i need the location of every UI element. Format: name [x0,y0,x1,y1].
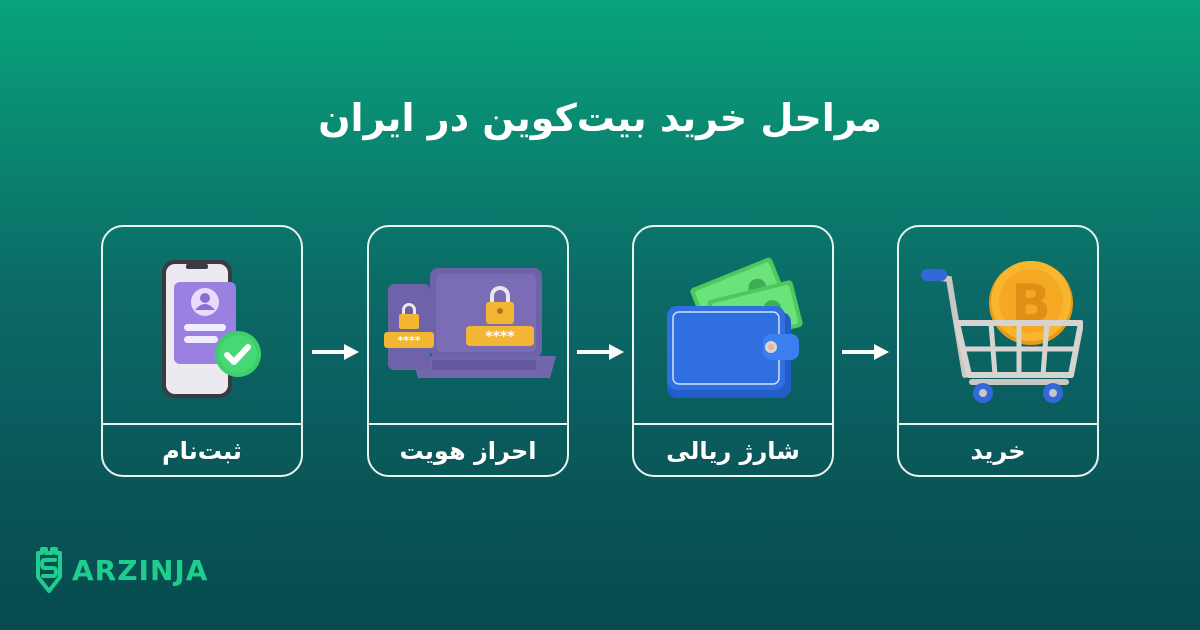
card-divider [103,423,301,425]
step-label: خرید [970,437,1026,465]
brand-logo[interactable]: ARZINJA [34,547,208,593]
step-card-registration: ثبت‌نام [101,225,303,477]
arrow-right-icon [577,344,624,360]
wallet-money-icon [634,227,832,423]
step-label: احراز هویت [399,437,537,465]
arzinja-shield-logo-icon [36,547,62,593]
laptop-lock-icon: **** **** [369,227,567,423]
step-card-rial-deposit: شارژ ریالی [632,225,834,477]
step-card-identity-verification: **** **** احراز هویت [367,225,569,477]
step-label: ثبت‌نام [162,437,242,465]
arrow-right-icon [842,344,889,360]
card-divider [899,423,1097,425]
card-divider [369,423,567,425]
svg-text:****: **** [397,334,420,347]
step-label: شارژ ریالی [666,437,800,465]
arrow-right-icon [312,344,359,360]
card-divider [634,423,832,425]
step-card-purchase: B خرید [897,225,1099,477]
svg-text:****: **** [485,329,515,345]
cart-bitcoin-icon: B [899,227,1097,423]
brand-name: ARZINJA [72,553,209,587]
page-title: مراحل خرید بیت‌کوین در ایران [318,96,882,140]
phone-registration-icon [103,227,301,423]
